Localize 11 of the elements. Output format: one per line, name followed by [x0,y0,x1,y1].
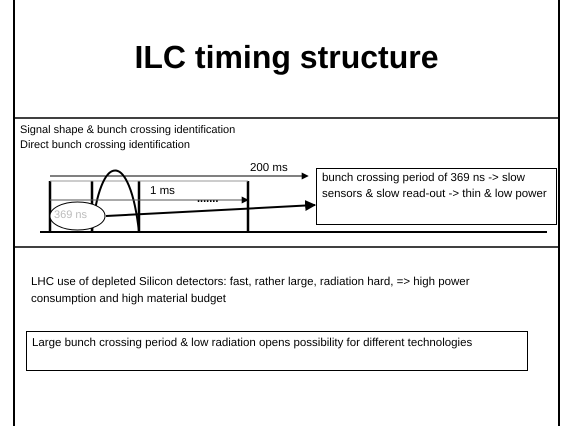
heading-text: Direct bunch crossing identification [20,139,190,152]
text-box: bunch crossing period of 369 ns -> slow sensors & slow read-out -> thin & low power [316,168,557,225]
slide-title: ILC timing structure [133,38,440,76]
ellipse-label: 369 ns [54,209,88,222]
dimension-label: 200 ms [250,162,288,175]
ellipse-marker [49,201,106,231]
text-box: Large bunch crossing period & low radiation opens possibility for different technologies [26,331,528,371]
arrow [106,200,316,217]
dimension-label: 1 ms [150,185,175,198]
body-text: LHC use of depleted Silicon detectors: fast, rather large, radiation hard, => high power consumption and high material budget [31,275,471,307]
heading-text: Signal shape & bunch crossing identification [20,124,236,137]
